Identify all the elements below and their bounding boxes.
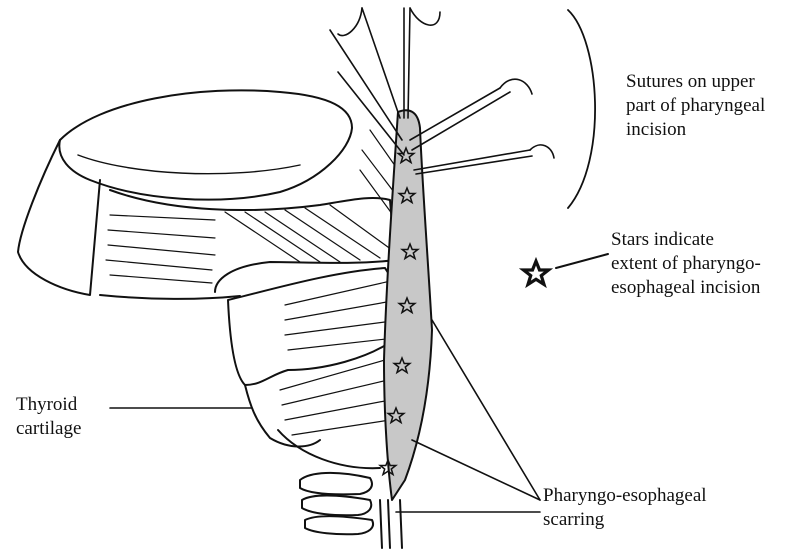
suture-bracket bbox=[568, 10, 595, 208]
left-cartilage-lower bbox=[100, 295, 240, 299]
sutures-label-line3: incision bbox=[626, 118, 765, 142]
scarring-label: Pharyngo-esophageal scarring bbox=[543, 484, 707, 532]
trachea-ring-1 bbox=[300, 473, 372, 494]
suture-threads bbox=[330, 8, 532, 174]
thyroid-label: Thyroid cartilage bbox=[16, 393, 81, 441]
stars-label: Stars indicate extent of pharyngo- esoph… bbox=[611, 228, 761, 300]
scarring-label-line2: scarring bbox=[543, 508, 707, 532]
cricoid-ring bbox=[278, 430, 380, 468]
legend-star-icon bbox=[524, 261, 549, 284]
trachea-ring-2 bbox=[302, 496, 371, 516]
stars-leader-line bbox=[556, 254, 608, 268]
thyroid-label-line1: Thyroid bbox=[16, 393, 81, 417]
epiglottis-inner-fold bbox=[78, 155, 300, 174]
scarring-leader-2 bbox=[412, 440, 540, 500]
stars-label-line3: esophageal incision bbox=[611, 276, 761, 300]
sutures-label: Sutures on upper part of pharyngeal inci… bbox=[626, 70, 765, 142]
epiglottis-outline bbox=[59, 90, 352, 199]
stars-label-line2: extent of pharyngo- bbox=[611, 252, 761, 276]
left-cartilage-front bbox=[18, 140, 100, 295]
sutures-label-line2: part of pharyngeal bbox=[626, 94, 765, 118]
scarring-label-line1: Pharyngo-esophageal bbox=[543, 484, 707, 508]
thyroid-label-line2: cartilage bbox=[16, 417, 81, 441]
sutures-label-line1: Sutures on upper bbox=[626, 70, 765, 94]
esophagus bbox=[380, 500, 402, 548]
scarring-leader-1 bbox=[432, 320, 540, 500]
stars-label-line1: Stars indicate bbox=[611, 228, 761, 252]
muscle-block-outline bbox=[110, 190, 395, 292]
thyroid-cartilage-outline bbox=[228, 268, 402, 385]
trachea-ring-3 bbox=[305, 516, 373, 534]
muscle-hatching bbox=[106, 130, 405, 435]
